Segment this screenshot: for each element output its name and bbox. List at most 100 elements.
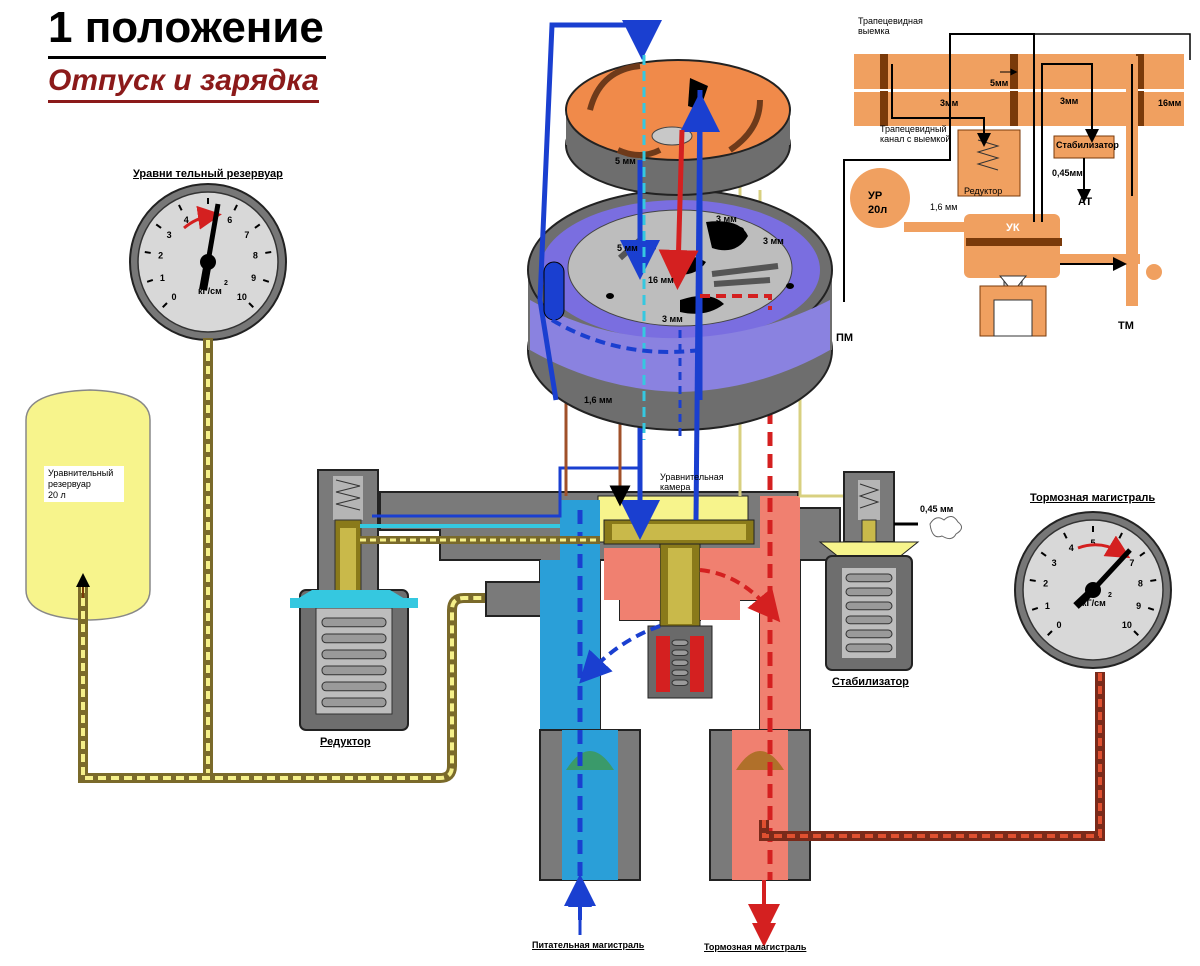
stabilizer-spring-coil (845, 643, 893, 653)
valve-disk-assembly (527, 20, 833, 521)
reducer-valve (290, 469, 418, 731)
tank-label-line1: Уравнительный (48, 468, 114, 478)
tank-label-line3: 20 л (48, 490, 66, 500)
brake-gauge-tick-label: 7 (1129, 558, 1134, 568)
stabilizer-spring-coil (845, 587, 893, 597)
equalizing-gauge-tick-label: 4 (184, 215, 189, 225)
tank-label-line2: резервуар (48, 479, 91, 489)
schematic-at: АТ (1078, 196, 1093, 208)
equalizing-gauge-tick (233, 204, 238, 211)
brake-gauge-tick-label: 9 (1136, 601, 1141, 611)
brake-gauge-tick (1031, 606, 1039, 611)
stabilizer-label: Стабилизатор (832, 676, 909, 688)
equalizing-gauge-tick-label: 10 (237, 292, 247, 302)
equalizing-gauge-tick (262, 278, 270, 283)
brake-gauge-tick (1040, 551, 1047, 557)
brake-gauge-tick (1047, 630, 1053, 636)
schematic-orifice-16: 1,6 мм (930, 202, 958, 212)
equalizing-gauge-tick (178, 204, 183, 211)
reducer-spring-coil (321, 617, 387, 628)
equalizing-gauge-tick (162, 302, 168, 308)
schematic-trap-channel-2: канал с выемкой (880, 134, 951, 144)
equalizing-gauge-tick-label: 6 (227, 215, 232, 225)
brake-gauge-tick-label: 5 (1090, 538, 1095, 548)
equalizing-gauge-tick-label: 0 (172, 292, 177, 302)
equalizing-gauge-tick (146, 278, 154, 283)
equalizing-tank (25, 389, 151, 621)
schematic-ur-1: УР (868, 190, 883, 202)
stabilizer-spring-coil (845, 601, 893, 611)
equalizing-gauge-tick (265, 251, 272, 254)
brake-gauge-tick-label: 4 (1069, 543, 1074, 553)
equalizing-gauge-title: Уравни тельный резервуар (133, 168, 283, 180)
schematic-3mm-b: 3мм (1060, 96, 1079, 106)
reducer-spring-coil (321, 697, 387, 708)
stabilizer-spring-coil (845, 573, 893, 583)
valve-spring-coil (671, 669, 689, 676)
brake-gauge-tick (1029, 579, 1036, 582)
brake-gauge-tick (1139, 551, 1146, 557)
valve-spring-coil (671, 679, 689, 686)
equalizing-gauge-tick-label: 9 (251, 273, 256, 283)
stabilizer-valve (818, 471, 962, 671)
brake-gauge-tick-label: 8 (1138, 578, 1143, 588)
main-orifice-label: 1,6 мм (584, 395, 613, 405)
disk-top-5mm-label: 5 мм (615, 156, 636, 166)
equalizing-gauge-tick (248, 302, 254, 308)
equalizing-gauge-tick-label: 2 (158, 250, 163, 260)
eq-chamber-label-1: Уравнительная (660, 472, 724, 482)
brake-gauge-unit-sup: 2 (1108, 592, 1112, 599)
valve-spring-coil (671, 659, 689, 666)
reducer-label: Редуктор (320, 736, 371, 748)
brake-gauge-tick (1133, 630, 1139, 636)
schematic-ur-2: 20л (868, 204, 888, 216)
stabilizer-orifice-label: 0,45 мм (920, 504, 954, 514)
equalizing-gauge-tick-label: 7 (244, 230, 249, 240)
crane-body (379, 491, 841, 881)
brake-gauge-tick-label: 0 (1057, 620, 1062, 630)
brake-gauge-tick-label: 3 (1052, 558, 1057, 568)
stabilizer-spring-coil (845, 629, 893, 639)
brake-gauge-tick (1063, 532, 1068, 539)
disk-16mm-label: 16 мм (648, 275, 674, 285)
schematic-5mm: 5мм (990, 78, 1009, 88)
reducer-spring-coil (321, 681, 387, 692)
reducer-spring-coil (321, 665, 387, 676)
disk-3mm-a-label: 3 мм (716, 214, 737, 224)
schematic-trap-channel-1: Трапецевидный (880, 124, 947, 134)
brake-line-label: Тормозная магистраль (704, 942, 807, 952)
disk-mid-5mm-label: 5 мм (617, 243, 638, 253)
brake-gauge-tick-label: 1 (1045, 601, 1050, 611)
equalizing-gauge-tick (155, 223, 162, 229)
valve-spring-coil (671, 639, 689, 646)
brake-gauge-tick-label: 2 (1043, 578, 1048, 588)
brake-gauge-tick (1147, 606, 1155, 611)
schematic-3mm-a: 3мм (940, 98, 959, 108)
feed-line-label: Питательная магистраль (532, 940, 645, 950)
schematic-tm: ТМ (1118, 320, 1134, 332)
eq-chamber-label-2: камера (660, 482, 691, 492)
schematic-trap-notch-1: Трапецевидная (858, 16, 923, 26)
disk-3mm-b-label: 3 мм (763, 236, 784, 246)
stabilizer-spring-coil (845, 615, 893, 625)
schematic-reducer: Редуктор (964, 186, 1003, 196)
brake-gauge-tick (1150, 579, 1157, 582)
equalizing-gauge-tick-label: 3 (167, 230, 172, 240)
equalizing-gauge-tick (254, 223, 261, 229)
schematic-stabilizer: Стабилизатор (1056, 140, 1119, 150)
equalizing-gauge-tick-label: 1 (160, 273, 165, 283)
schematic-orifice-045: 0,45мм (1052, 168, 1083, 178)
schematic-diagram (843, 33, 1191, 337)
equalizing-gauge-unit: кГ/см (198, 286, 222, 296)
valve-spring-coil (671, 649, 689, 656)
reducer-spring-coil (321, 633, 387, 644)
equalizing-gauge-unit-sup: 2 (224, 280, 228, 287)
equalizing-gauge-tick (144, 251, 151, 254)
page-title: 1 положение (48, 2, 326, 59)
equalizing-gauge-tick-label: 8 (253, 250, 258, 260)
brake-gauge-tick-label: 10 (1122, 620, 1132, 630)
reducer-spring-coil (321, 649, 387, 660)
